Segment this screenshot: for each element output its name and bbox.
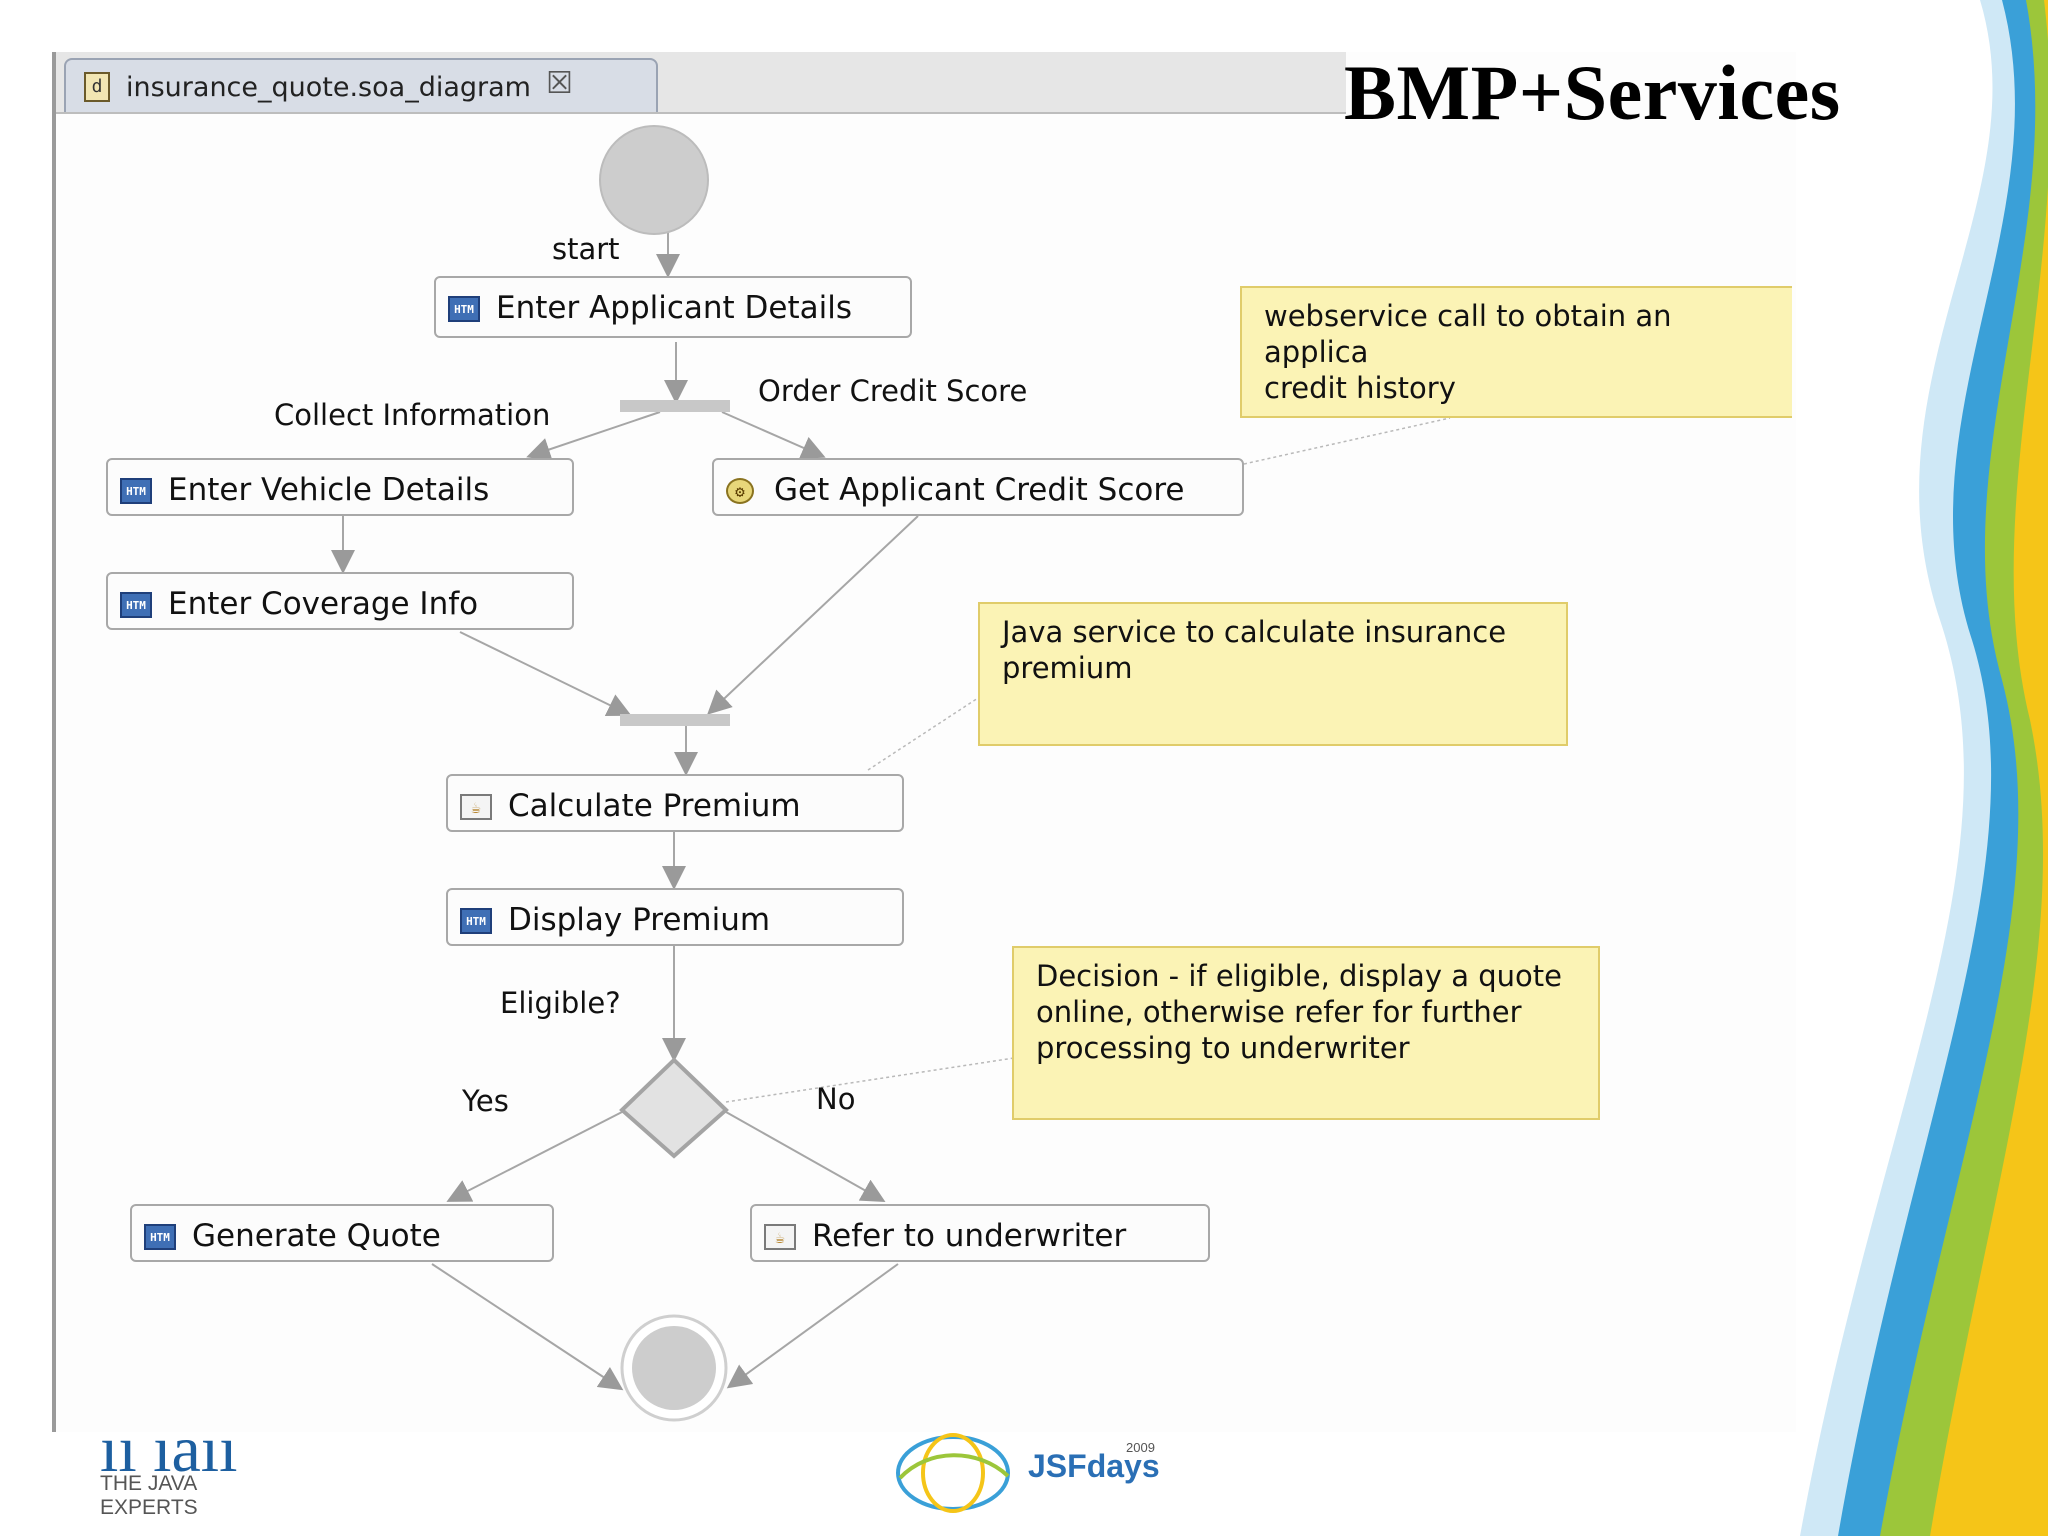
company-logo: ıı ıaıı THE JAVA EXPERTS [100,1420,290,1520]
flow-label-yes: Yes [462,1084,509,1118]
flow-label-order: Order Credit Score [758,374,1028,408]
diagram-canvas [331,125,1451,1422]
note-webservice: webservice call to obtain an applica cre… [1240,286,1792,418]
flow-label-eligible: Eligible? [500,986,621,1020]
activity-label: Display Premium [508,902,771,938]
tab-insurance-quote[interactable]: d insurance_quote.soa_diagram ☒ [64,58,658,112]
jsfdays-logo: JSFdays 2009 [888,1428,1168,1518]
activity-label: Enter Applicant Details [496,290,853,326]
company-tagline: THE JAVA EXPERTS [100,1472,198,1519]
activity-label: Refer to underwriter [812,1218,1127,1254]
activity-refer-to-underwriter[interactable]: ☕ Refer to underwriter [750,1204,1210,1262]
close-icon[interactable]: ☒ [546,66,573,101]
activity-label: Calculate Premium [508,788,801,824]
jsfdays-year: 2009 [1126,1440,1155,1455]
join-bar [620,714,730,726]
activity-get-applicant-credit-score[interactable]: ⚙ Get Applicant Credit Score [712,458,1244,516]
java-service-icon: ☕ [460,794,492,820]
start-node [599,125,709,235]
html-page-icon: HTM [144,1224,176,1250]
activity-label: Generate Quote [192,1218,441,1254]
activity-label: Enter Coverage Info [168,586,479,622]
globe-icon [896,1433,1010,1513]
fork-bar [620,400,730,412]
activity-label: Get Applicant Credit Score [774,472,1185,508]
note-java-service: Java service to calculate insurance prem… [978,602,1568,746]
html-page-icon: HTM [448,296,480,322]
web-service-icon: ⚙ [726,478,754,504]
note-decision: Decision - if eligible, display a quote … [1012,946,1600,1120]
html-page-icon: HTM [120,592,152,618]
html-page-icon: HTM [120,478,152,504]
activity-calculate-premium[interactable]: ☕ Calculate Premium [446,774,904,832]
company-logo-mark: ıı ıaıı [100,1420,238,1472]
diagram-file-icon: d [84,72,110,102]
flow-label-no: No [816,1082,856,1116]
activity-enter-coverage-info[interactable]: HTM Enter Coverage Info [106,572,574,630]
end-node [632,1326,716,1410]
java-service-icon: ☕ [764,1224,796,1250]
decision-diamond [619,1057,729,1159]
activity-enter-vehicle-details[interactable]: HTM Enter Vehicle Details [106,458,574,516]
editor-tab-bar: d insurance_quote.soa_diagram ☒ [56,52,1346,114]
html-page-icon: HTM [460,908,492,934]
activity-enter-applicant-details[interactable]: HTM Enter Applicant Details [434,276,912,338]
activity-display-premium[interactable]: HTM Display Premium [446,888,904,946]
jsfdays-text: JSFdays [1028,1448,1160,1484]
flow-label-start: start [552,232,620,266]
activity-label: Enter Vehicle Details [168,472,490,508]
slide-title: BMP+Services [1344,49,1841,136]
tab-label: insurance_quote.soa_diagram [126,72,531,103]
activity-generate-quote[interactable]: HTM Generate Quote [130,1204,554,1262]
flow-label-collect: Collect Information [274,398,551,432]
